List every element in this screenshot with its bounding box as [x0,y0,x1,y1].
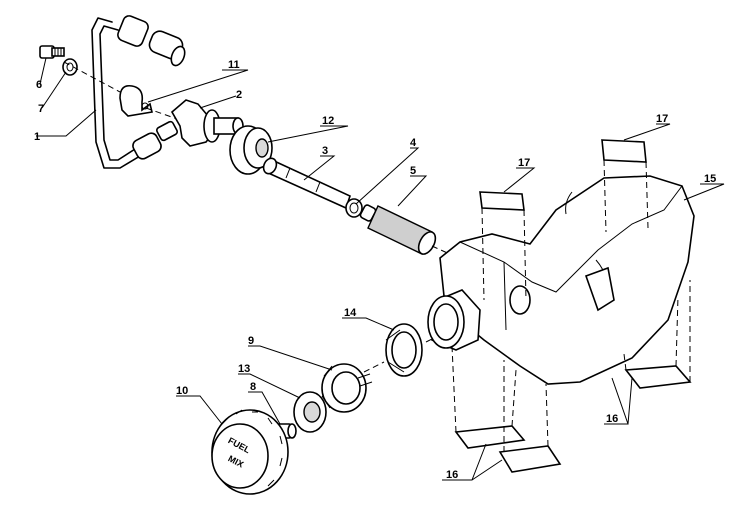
fuel-line [91,15,186,169]
filter-ring [345,198,363,218]
washer-part [62,58,78,76]
label-part-11: 11 [228,59,240,71]
grommet [229,125,273,175]
line-clip [119,84,153,117]
label-part-1: 1 [34,131,40,143]
label-part-15: 15 [704,173,716,185]
pad-top-right [601,139,649,233]
part-labels: 1 2 3 4 5 6 7 8 9 10 11 12 13 14 15 16 1… [34,59,716,481]
pad-top-left [479,191,527,301]
neck-gasket [385,323,423,377]
screw-part [39,45,65,59]
label-part-16-right: 16 [606,413,618,425]
fuel-tank [439,175,695,385]
retainer-nut [321,363,367,413]
label-part-6: 6 [36,79,42,91]
label-part-4: 4 [410,137,417,149]
label-part-7: 7 [38,103,44,115]
label-part-17-left: 17 [518,157,530,169]
cap-gasket [293,391,327,433]
label-part-16-left: 16 [446,469,458,481]
label-part-12: 12 [322,115,334,127]
fuel-cap: FUEL MIX [211,409,289,495]
label-part-3: 3 [322,145,328,157]
label-part-2: 2 [236,89,242,101]
label-part-9: 9 [248,335,254,347]
leader-lines [36,57,725,481]
label-part-14: 14 [344,307,357,319]
fuel-filter [359,204,437,255]
label-part-13: 13 [238,363,250,375]
pickup-tube [262,157,351,210]
tank-neck [427,289,481,351]
pad-bottom-right [623,280,692,389]
label-part-8: 8 [250,381,256,393]
label-part-17-right: 17 [656,113,668,125]
label-part-10: 10 [176,385,188,397]
pad-bottom-left [451,345,562,473]
label-part-5: 5 [410,165,416,177]
